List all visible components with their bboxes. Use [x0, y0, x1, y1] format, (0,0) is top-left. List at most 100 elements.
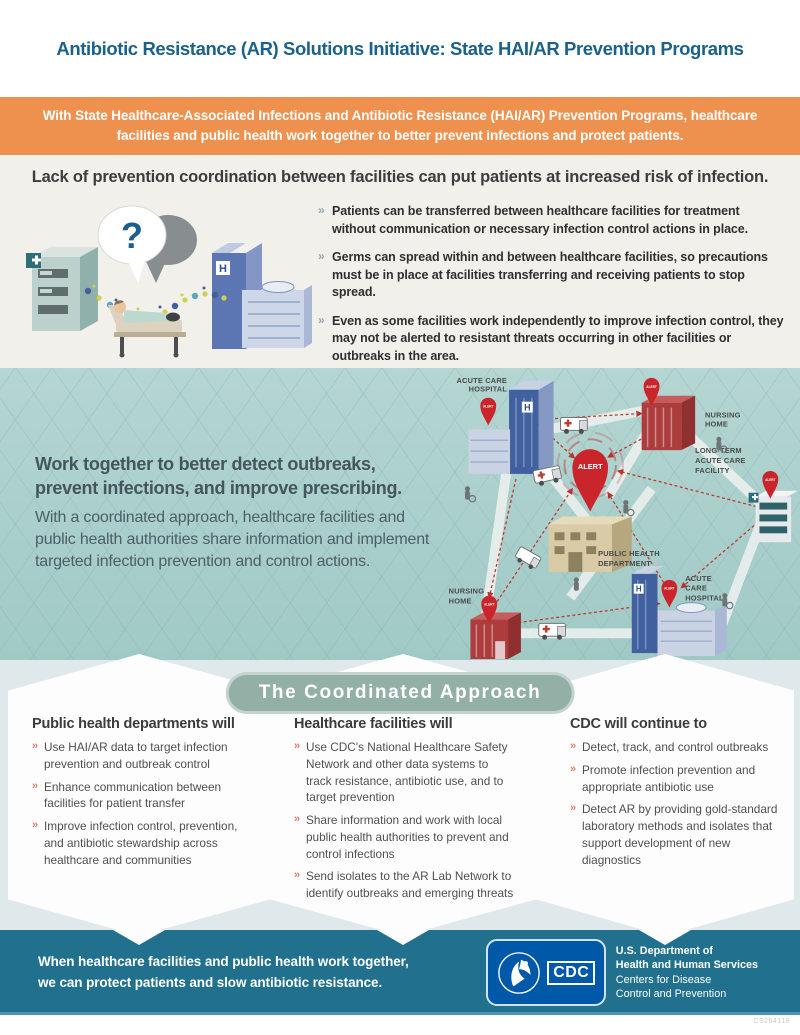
diagram-label: LONG-TERM: [695, 446, 742, 455]
heliport-icon: [675, 602, 707, 613]
chevron-bullet-icon: »: [570, 802, 577, 815]
building-acute-care-hospital-top: H: [468, 380, 554, 474]
hhs-dept-line: Health and Human Services: [615, 959, 758, 972]
alert-pin-center-icon: ALERT: [556, 431, 624, 512]
alert-pin-icon: ALERT: [661, 579, 678, 608]
diagram-label: NURSING: [705, 410, 741, 419]
hexagon-notch: [113, 930, 165, 945]
column-bullet-list: »Use CDC's National Healthcare Safety Ne…: [294, 739, 514, 902]
problem-bullet-text: Patients can be transferred between heal…: [332, 204, 748, 236]
problem-section: Lack of prevention coordination between …: [0, 155, 800, 368]
chevron-bullet-icon: »: [318, 312, 325, 327]
intro-banner: With State Healthcare-Associated Infecti…: [0, 97, 800, 155]
alert-label: ALERT: [578, 462, 603, 471]
heliport-icon: [261, 281, 295, 293]
diagram-label: FACILITY: [695, 466, 730, 475]
chevron-bullet-icon: »: [318, 249, 325, 263]
alert-pin-icon: ALERT: [480, 397, 497, 426]
column-bullet: »Improve infection control, prevention, …: [32, 819, 238, 867]
approach-column-cdc: CDC will continue to »Detect, track, and…: [536, 654, 794, 936]
svg-text:ALERT: ALERT: [765, 478, 776, 482]
caregiver-icon: [464, 436, 734, 610]
diagram-label: NURSING: [449, 587, 485, 596]
diagram-label: HOME: [449, 597, 472, 606]
diagram-label: ACUTE: [685, 574, 712, 583]
building-nursing-home-top: [641, 395, 696, 451]
column-bullet: »Send isolates to the AR Lab Network to …: [294, 869, 514, 900]
coordination-body: With a coordinated approach, healthcare …: [35, 508, 430, 571]
footer-message: When healthcare facilities and public he…: [38, 952, 409, 994]
problem-bullet-text: Even as some facilities work independent…: [332, 313, 784, 363]
problem-bullet-list: » Patients can be transferred between he…: [318, 203, 786, 376]
hhs-dept-line: U.S. Department of: [615, 945, 713, 958]
building-public-health-department: [548, 516, 632, 572]
ambulance-icon: [515, 546, 542, 569]
facility-transfer-illustration: ?: [26, 205, 312, 358]
diagram-label: HOME: [705, 419, 728, 428]
column-bullet-list: »Use HAI/AR data to target infection pre…: [32, 739, 248, 868]
cdc-org-line: Control and Prevention: [615, 987, 727, 1000]
column-bullet: »Use HAI/AR data to target infection pre…: [32, 740, 228, 771]
svg-text:ALERT: ALERT: [664, 587, 675, 591]
alert-pin-icon: ALERT: [481, 595, 498, 624]
column-bullet: »Use CDC's National Healthcare Safety Ne…: [294, 740, 508, 805]
footer-message-line: When healthcare facilities and public he…: [38, 954, 409, 969]
column-bullet-list: »Detect, track, and control outbreaks »P…: [570, 739, 780, 868]
svg-text:ALERT: ALERT: [646, 385, 657, 389]
cdc-logo: CDC: [485, 939, 606, 1006]
diagram-label: PUBLIC HEALTH: [598, 549, 660, 558]
cdc-org-line: Centers for Disease: [615, 973, 712, 986]
document-code: CS264118: [753, 1018, 790, 1025]
chevron-bullet-icon: »: [32, 740, 39, 752]
column-bullet: »Promote infection prevention and approp…: [570, 762, 756, 794]
patient-on-gurney-icon: [108, 300, 186, 358]
alert-connections: [487, 410, 763, 625]
building-nursing-home-bottom: [470, 612, 521, 660]
hexagon-notch: [377, 930, 429, 945]
cdc-logo-text: CDC: [547, 960, 596, 985]
building-acute-care-hospital-bottom: H: [631, 565, 727, 657]
diagram-label: DEPARTMENT: [598, 559, 651, 568]
column-heading: CDC will continue to: [570, 716, 707, 732]
problem-bullet: » Patients can be transferred between he…: [318, 203, 786, 238]
column-bullet: »Detect, track, and control outbreaks: [570, 740, 769, 754]
hospital-sign-icon: H: [524, 403, 530, 413]
diagram-label: HOSPITAL: [685, 594, 724, 603]
chevron-bullet-icon: »: [294, 740, 301, 752]
hospital-sign-icon: H: [636, 585, 642, 594]
footer: When healthcare facilities and public he…: [0, 930, 800, 1015]
bottom-strip: CS264118: [0, 1015, 800, 1035]
footer-message-line: we can protect patients and slow antibio…: [38, 974, 383, 990]
diagram-label: ACUTE CARE: [695, 456, 746, 465]
question-mark-icon: ?: [121, 215, 143, 256]
intro-banner-text: With State Healthcare-Associated Infecti…: [42, 107, 758, 143]
column-heading: Public health departments will: [32, 716, 235, 732]
problem-bullet: » Even as some facilities work independe…: [318, 313, 786, 366]
ambulance-icon: [532, 465, 563, 486]
coordination-section: Work together to better detect outbreaks…: [0, 368, 800, 660]
footer-logo-block: CDC U.S. Department of Health and Human …: [485, 939, 758, 1006]
hhs-text-block: U.S. Department of Health and Human Serv…: [616, 944, 758, 1000]
column-bullet: »Detect AR by providing gold-standard la…: [570, 802, 778, 867]
column-bullet: »Enhance communication between facilitie…: [32, 779, 222, 811]
column-heading: Healthcare facilities will: [294, 716, 453, 732]
hhs-seal-icon: [498, 951, 540, 994]
approach-section: The Coordinated Approach Public health d…: [0, 654, 800, 936]
column-bullet: »Share information and work with local p…: [294, 813, 509, 861]
diagram-label: ACUTE CARE: [457, 376, 508, 385]
alert-pin-icon: ALERT: [643, 377, 660, 406]
page-title: Antibiotic Resistance (AR) Solutions Ini…: [56, 37, 744, 59]
header: Antibiotic Resistance (AR) Solutions Ini…: [0, 0, 800, 97]
chevron-bullet-icon: »: [294, 813, 301, 825]
problem-headline: Lack of prevention coordination between …: [31, 168, 769, 186]
chevron-bullet-icon: »: [570, 762, 577, 775]
problem-bullet-text: Germs can spread within and between heal…: [332, 250, 768, 299]
svg-text:ALERT: ALERT: [483, 405, 494, 409]
chevron-bullet-icon: »: [570, 740, 577, 752]
speech-bubble-question-icon: ?: [97, 205, 167, 283]
chevron-bullet-icon: »: [294, 869, 301, 882]
chevron-bullet-icon: »: [32, 779, 39, 792]
problem-bullet: » Germs can spread within and between he…: [318, 249, 786, 302]
chevron-bullet-icon: »: [32, 819, 39, 831]
